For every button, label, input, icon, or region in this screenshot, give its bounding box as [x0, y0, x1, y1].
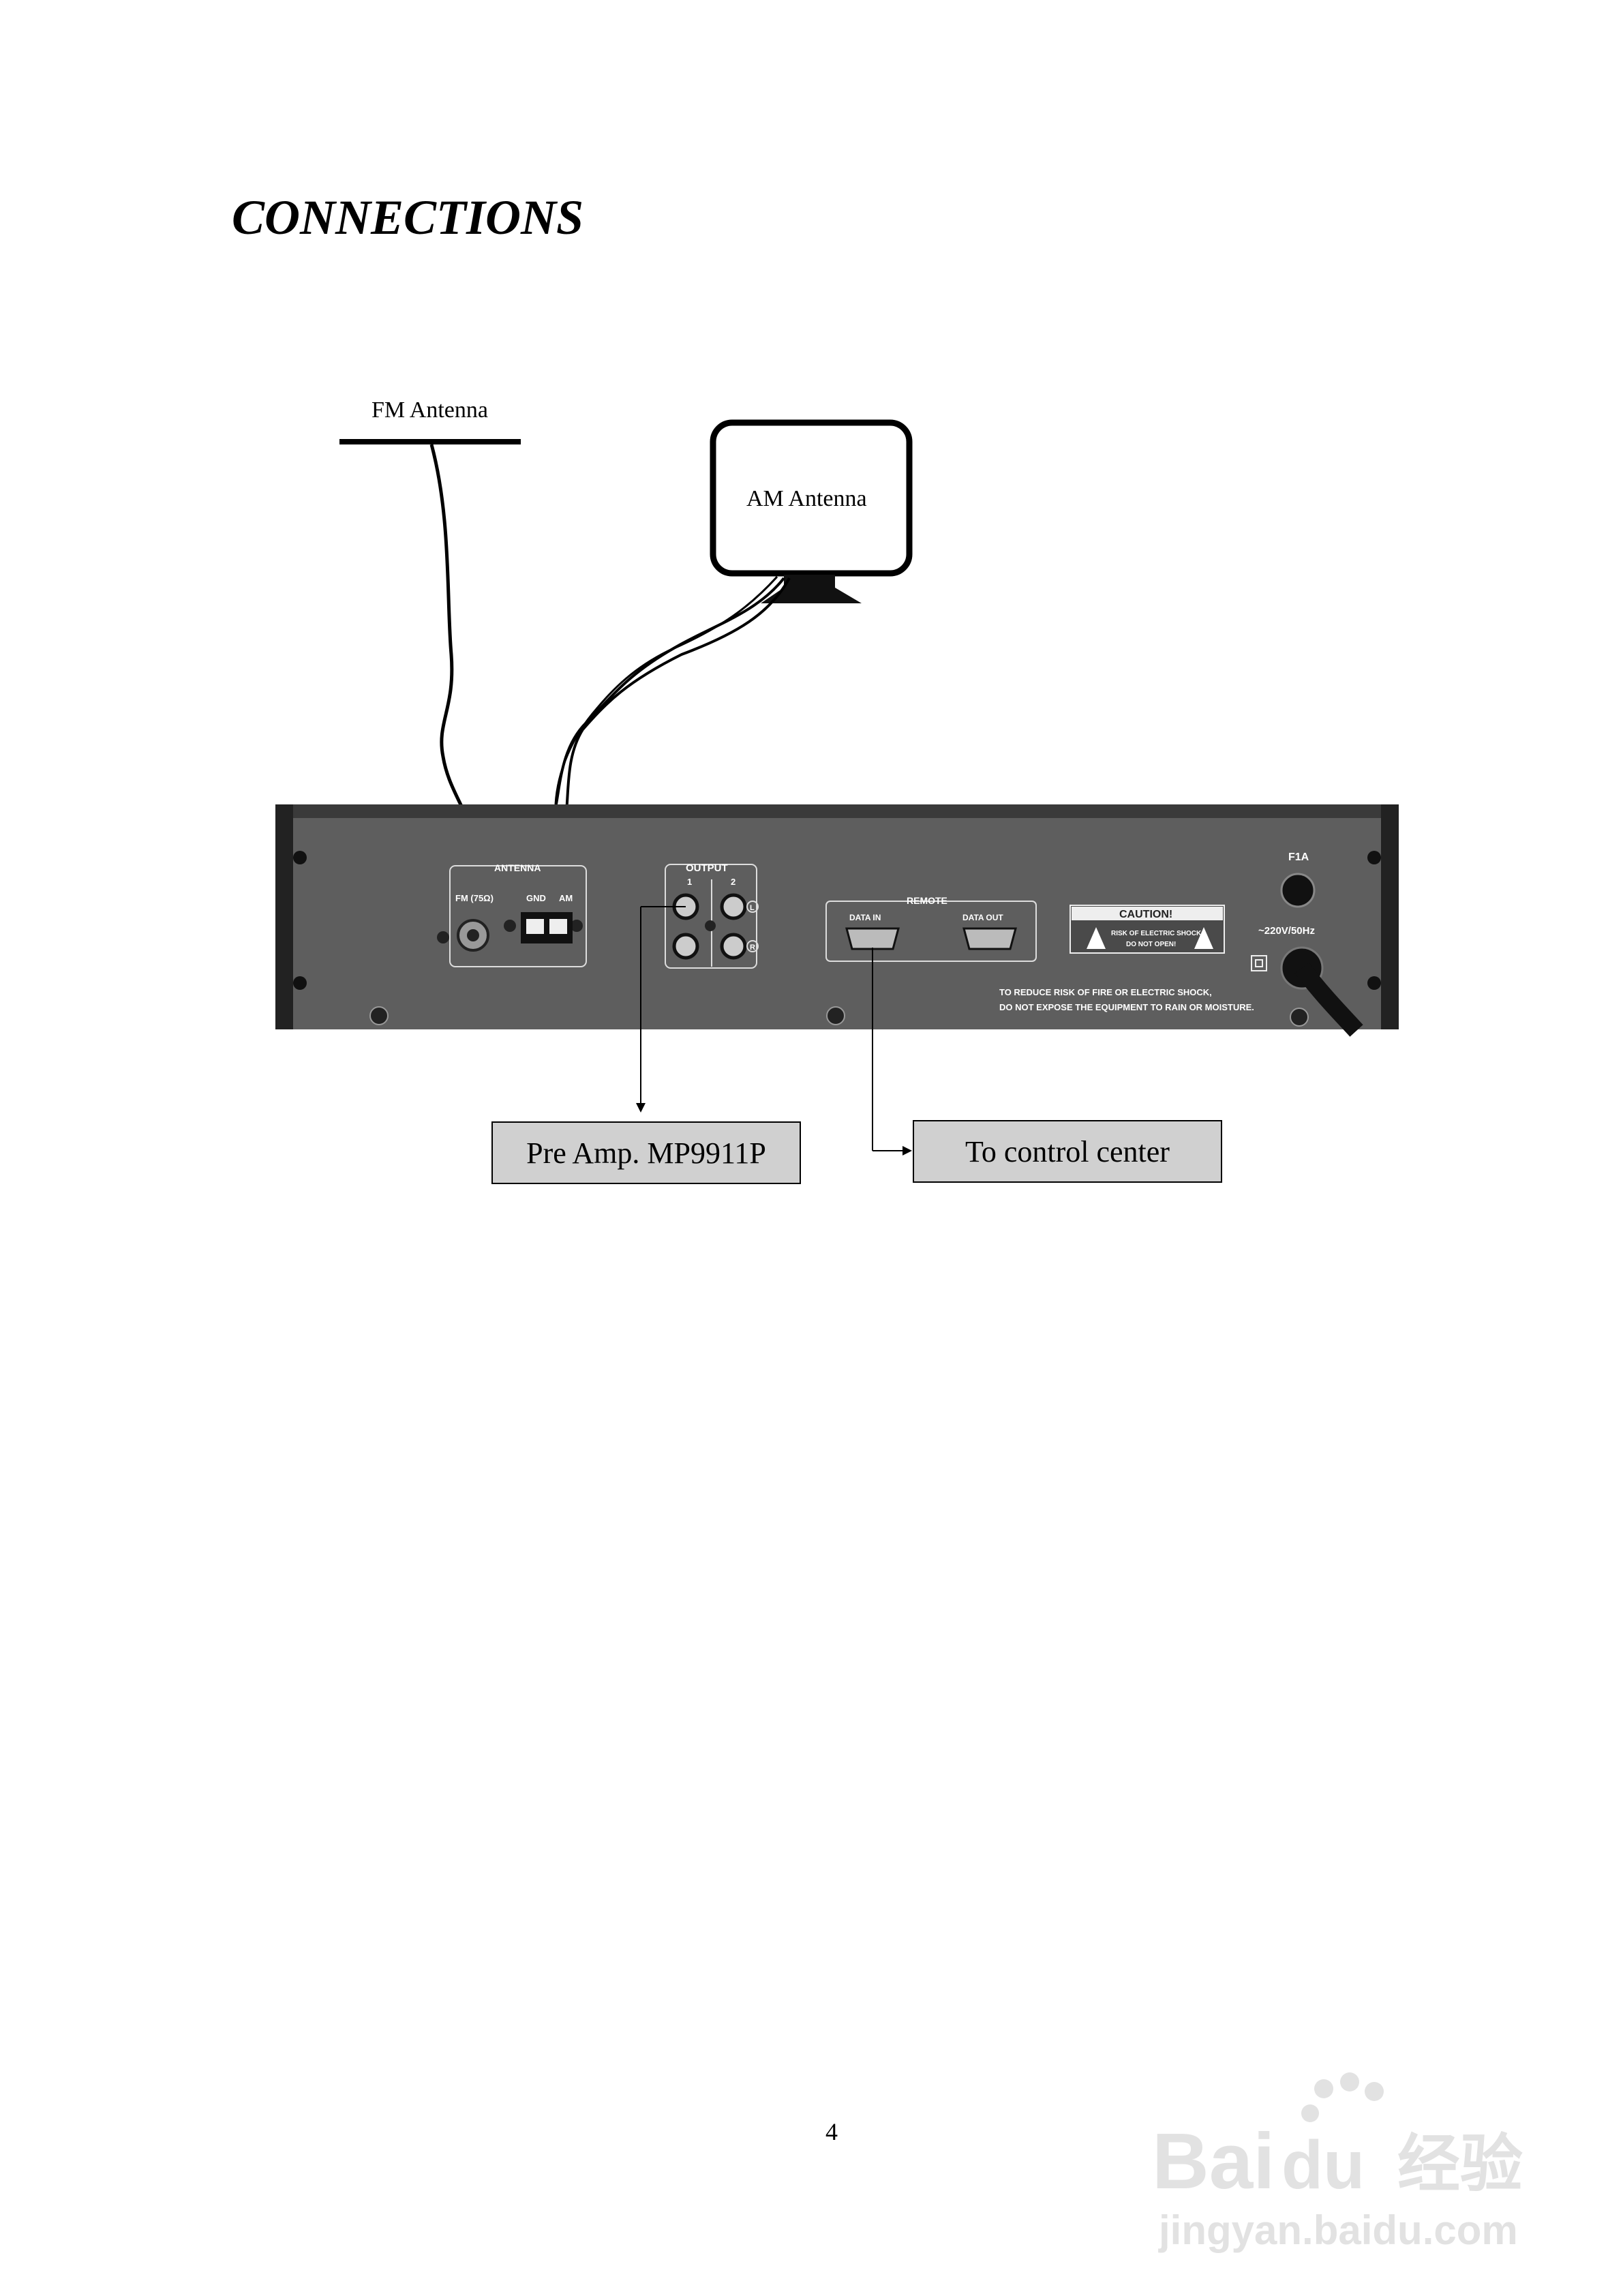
warning-line-1: TO REDUCE RISK OF FIRE OR ELECTRIC SHOCK…	[999, 987, 1212, 997]
power-cord	[1294, 963, 1363, 1037]
output-section-label: OUTPUT	[686, 862, 728, 874]
am-antenna-frame	[710, 419, 913, 577]
screw	[1367, 976, 1381, 990]
control-center-label: To control center	[965, 1135, 1170, 1168]
am-antenna-cable-c	[554, 575, 778, 805]
screw	[1290, 1008, 1309, 1027]
preamp-connection	[636, 906, 686, 1113]
fm-jack-label: FM (75Ω)	[455, 893, 494, 903]
paw-icon	[1301, 2104, 1319, 2122]
control-connection	[872, 948, 912, 1155]
output-1-label: 1	[687, 877, 692, 887]
watermark-url: jingyan.baidu.com	[1158, 2207, 1518, 2253]
page-number: 4	[825, 2118, 838, 2145]
screw	[571, 920, 583, 932]
rear-panel-left-rail	[275, 804, 293, 1029]
preamp-box-frame	[491, 1121, 801, 1184]
baidu-watermark: Bai du 经验 jingyan.baidu.com	[1152, 2072, 1523, 2253]
antenna-section-frame	[449, 865, 587, 967]
caution-line-1: RISK OF ELECTRIC SHOCK	[1111, 930, 1202, 937]
output-2-right-jack[interactable]	[720, 933, 747, 960]
screw	[369, 1006, 389, 1025]
output-right-marker	[746, 940, 759, 952]
screw	[293, 851, 307, 864]
output-2-left-jack[interactable]	[720, 893, 747, 920]
warning-triangle-icon	[1194, 927, 1213, 949]
screw	[437, 931, 449, 943]
am-terminal[interactable]	[549, 919, 567, 934]
output-1-right-jack[interactable]	[672, 933, 699, 960]
caution-line-2: DO NOT OPEN!	[1126, 941, 1176, 948]
power-label: ~220V/50Hz	[1258, 925, 1315, 937]
output-left-label: L	[750, 904, 755, 912]
fuse-label: F1A	[1288, 851, 1309, 863]
data-out-port[interactable]	[962, 927, 1017, 950]
screw	[1367, 851, 1381, 864]
paw-icon	[1365, 2082, 1384, 2101]
gnd-terminal[interactable]	[526, 919, 544, 934]
am-label: AM	[559, 893, 573, 903]
output-right-label: R	[750, 943, 755, 952]
output-left-marker	[746, 901, 759, 913]
screw	[293, 976, 307, 990]
paw-icon	[1340, 2072, 1359, 2091]
data-in-port[interactable]	[845, 927, 900, 950]
screw	[826, 1006, 845, 1025]
screw	[705, 920, 716, 931]
antenna-section-label: ANTENNA	[494, 862, 541, 873]
preamp-label: Pre Amp. MP9911P	[526, 1136, 766, 1170]
watermark-brand-du: du	[1281, 2127, 1365, 2203]
remote-section-label: REMOTE	[907, 895, 947, 906]
double-insulation-icon	[1251, 955, 1267, 971]
page-title: CONNECTIONS	[232, 190, 584, 245]
preamp-box: Pre Amp. MP9911P	[491, 1121, 801, 1184]
rear-panel-top-edge	[275, 804, 1399, 818]
screw	[504, 920, 516, 932]
fuse-holder[interactable]	[1280, 873, 1316, 908]
paw-icon	[1314, 2079, 1333, 2098]
control-center-box-frame	[913, 1120, 1222, 1183]
watermark-cn: 经验	[1397, 2130, 1523, 2199]
warning-triangle-icon	[1087, 927, 1106, 949]
am-antenna: AM Antenna	[549, 419, 913, 936]
gnd-label: GND	[526, 893, 546, 903]
rear-panel-body	[275, 804, 1399, 1029]
rear-panel: ANTENNA FM (75Ω) GND AM OUTPUT 1 2 L R R…	[275, 804, 1399, 1037]
am-antenna-label: AM Antenna	[746, 486, 867, 511]
data-out-label: DATA OUT	[962, 913, 1003, 922]
output-section-frame	[665, 864, 757, 969]
fm-jack-core	[467, 929, 479, 941]
caution-title: CAUTION!	[1119, 909, 1172, 920]
caution-title-bar	[1072, 907, 1223, 920]
output-2-label: 2	[731, 877, 735, 887]
double-insulation-icon-inner	[1255, 959, 1263, 967]
watermark-brand: Bai	[1152, 2117, 1275, 2205]
remote-section-frame	[825, 901, 1037, 962]
rear-panel-right-rail	[1381, 804, 1399, 1029]
warning-line-2: DO NOT EXPOSE THE EQUIPMENT TO RAIN OR M…	[999, 1002, 1254, 1012]
control-center-box: To control center	[913, 1120, 1222, 1183]
fm-antenna-label: FM Antenna	[371, 397, 488, 423]
data-in-label: DATA IN	[849, 913, 881, 922]
